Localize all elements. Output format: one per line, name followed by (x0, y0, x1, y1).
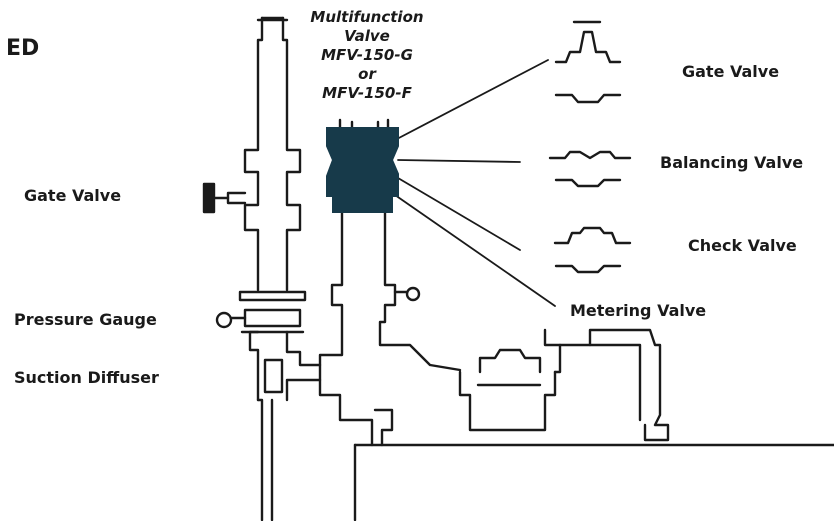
vertical-riser-pipe (243, 16, 302, 292)
mfv-line-3: MFV-150-G (321, 46, 413, 64)
title-fragment: ED (6, 36, 40, 61)
metering-valve-label: Metering Valve (570, 301, 707, 320)
suction-diffuser-label: Suction Diffuser (14, 368, 159, 387)
balancing-valve-label: Balancing Valve (660, 153, 804, 172)
mfv-line-5: MFV-150-F (322, 84, 412, 102)
check-valve-label: Check Valve (688, 236, 797, 255)
gate-valve-right-symbol (554, 20, 622, 104)
callout-lines (394, 59, 556, 307)
balancing-valve-symbol (548, 150, 632, 188)
gate-valve-left-label: Gate Valve (24, 186, 122, 205)
pump-and-motor (353, 328, 834, 521)
pressure-gauge-symbol (215, 290, 307, 334)
gate-valve-right-label: Gate Valve (682, 62, 780, 81)
pressure-gauge-label: Pressure Gauge (14, 310, 157, 329)
mfv-line-2: Valve (344, 27, 390, 45)
gate-valve-left-symbol (202, 182, 247, 214)
discharge-pipe-to-pump (318, 210, 462, 447)
multifunction-valve-body (326, 127, 399, 213)
mfv-line-4: or (358, 65, 376, 83)
check-valve-symbol (553, 226, 632, 274)
suction-diffuser-symbol (248, 330, 322, 521)
multifunction-valve-label: Multifunction Valve MFV-150-G or MFV-150… (298, 8, 436, 103)
mfv-line-1: Multifunction (310, 8, 424, 26)
